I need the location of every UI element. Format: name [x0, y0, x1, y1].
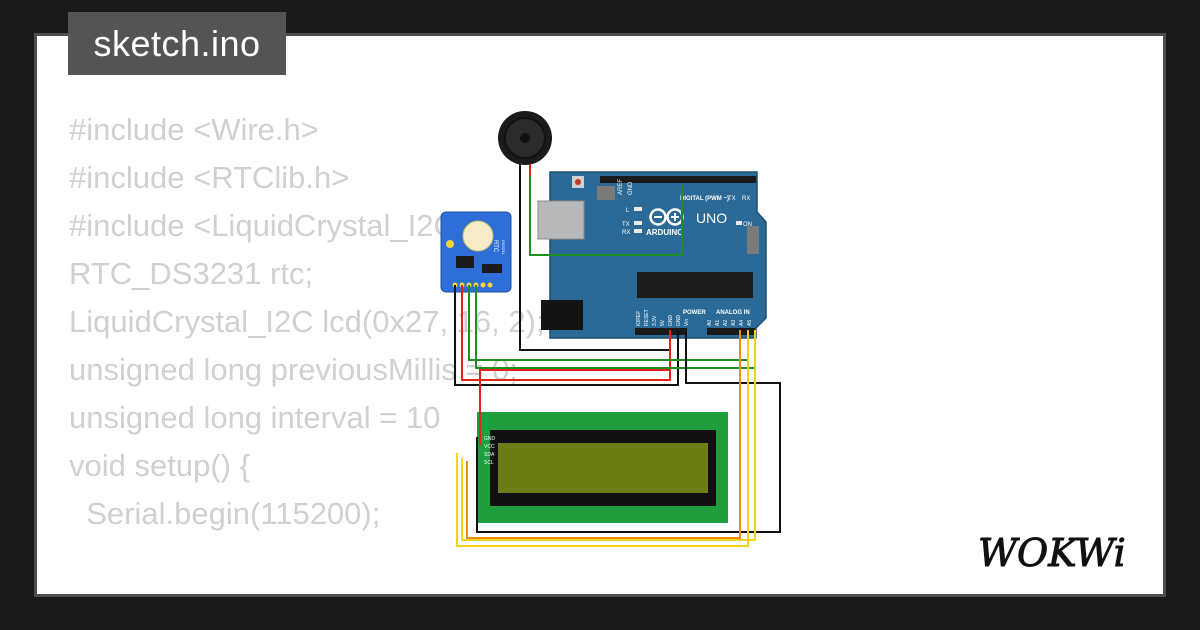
wokwi-logo-text: WOKWi: [978, 531, 1126, 575]
power-label: POWER: [683, 310, 706, 316]
wire-lcd-vcc: [479, 369, 670, 445]
code-line: #include <RTClib.h>: [69, 160, 350, 195]
pin-gnd-1: GND: [668, 315, 674, 327]
pin-a0: A0: [707, 320, 713, 326]
wire-rtc-vcc: [461, 285, 671, 381]
buzzer[interactable]: [498, 111, 552, 176]
wokwi-logo: WOKWi: [978, 531, 1127, 576]
coin-battery: [462, 220, 494, 252]
analog-header: [707, 328, 755, 335]
tx-led-label: TX: [622, 222, 630, 228]
wire-lcd-sda: [456, 330, 749, 547]
wires: [454, 176, 781, 547]
digital-header: [600, 176, 756, 183]
lcd-16x2[interactable]: GND VCC SDA SCL: [477, 412, 728, 523]
lcd-pin-scl: SCL: [484, 460, 494, 466]
lcd-pin-vcc: VCC: [484, 444, 495, 450]
code-line: unsigned long interval = 10: [69, 400, 441, 435]
rtc-chip: [456, 256, 474, 268]
wire-lcd-scl-2: [461, 330, 756, 541]
usb-connector: [537, 200, 585, 240]
l-led-label: L: [626, 208, 630, 214]
pin-reset: RESET: [644, 309, 650, 326]
rtc-label: RTC: [492, 240, 498, 253]
code-line: unsigned long previousMillis = 0;: [69, 352, 518, 387]
pin-a3: A3: [731, 320, 737, 326]
code-line: #include <Wire.h>: [69, 112, 319, 147]
code-line: Serial.begin(115200);: [69, 496, 381, 531]
lcd-screen: [498, 443, 708, 493]
lcd-pin-sda: SDA: [484, 452, 495, 458]
pin-a1: A1: [715, 320, 721, 326]
pin-a5: A5: [747, 320, 753, 326]
code-line: void setup() {: [69, 448, 250, 483]
pin-3v3: 3.3V: [652, 315, 658, 326]
pin-vin: Vin: [684, 319, 690, 326]
wire-lcd-gnd: [476, 330, 781, 533]
arduino-logo-icon: [649, 208, 684, 226]
wire-buzzer-signal: [529, 176, 683, 256]
gnd-label: GND: [628, 181, 634, 195]
arduino-brand: ARDUINO: [646, 228, 683, 237]
aref-label: AREF: [618, 179, 624, 195]
on-label: ON: [743, 222, 752, 228]
code-preview: #include <Wire.h>#include <RTClib.h>#inc…: [69, 106, 545, 538]
pin-a4: A4: [739, 320, 745, 326]
atmega-chip: [637, 272, 753, 298]
icsp-header-2: [747, 226, 759, 254]
analog-label: ANALOG IN: [716, 310, 750, 316]
wire-rtc-gnd: [454, 285, 679, 386]
pin-ioref: IOREF: [636, 311, 642, 326]
pin-a2: A2: [723, 320, 729, 326]
code-line: LiquidCrystal_I2C lcd(0x27, 16, 2);: [69, 304, 545, 339]
wire-lcd-scl: [466, 330, 741, 539]
lcd-pin-gnd: GND: [484, 436, 496, 442]
file-tab-label: sketch.ino: [93, 22, 261, 64]
icsp-header: [597, 186, 615, 200]
digital-label: DIGITAL (PWM ~): [680, 196, 729, 202]
power-header: [635, 328, 687, 335]
tx-label: TX: [728, 196, 736, 202]
file-tab[interactable]: sketch.ino: [68, 12, 286, 75]
rx-label: RX: [742, 196, 750, 202]
pin-5v: 5V: [660, 319, 666, 326]
rtc-sublabel: DS3231: [501, 240, 506, 255]
code-line: RTC_DS3231 rtc;: [69, 256, 314, 291]
arduino-model: UNO: [696, 210, 727, 226]
rx-led-label: RX: [622, 230, 630, 236]
power-jack: [541, 300, 583, 330]
pin-gnd-2: GND: [676, 315, 682, 327]
rtc-module[interactable]: RTC DS3231: [440, 211, 512, 293]
